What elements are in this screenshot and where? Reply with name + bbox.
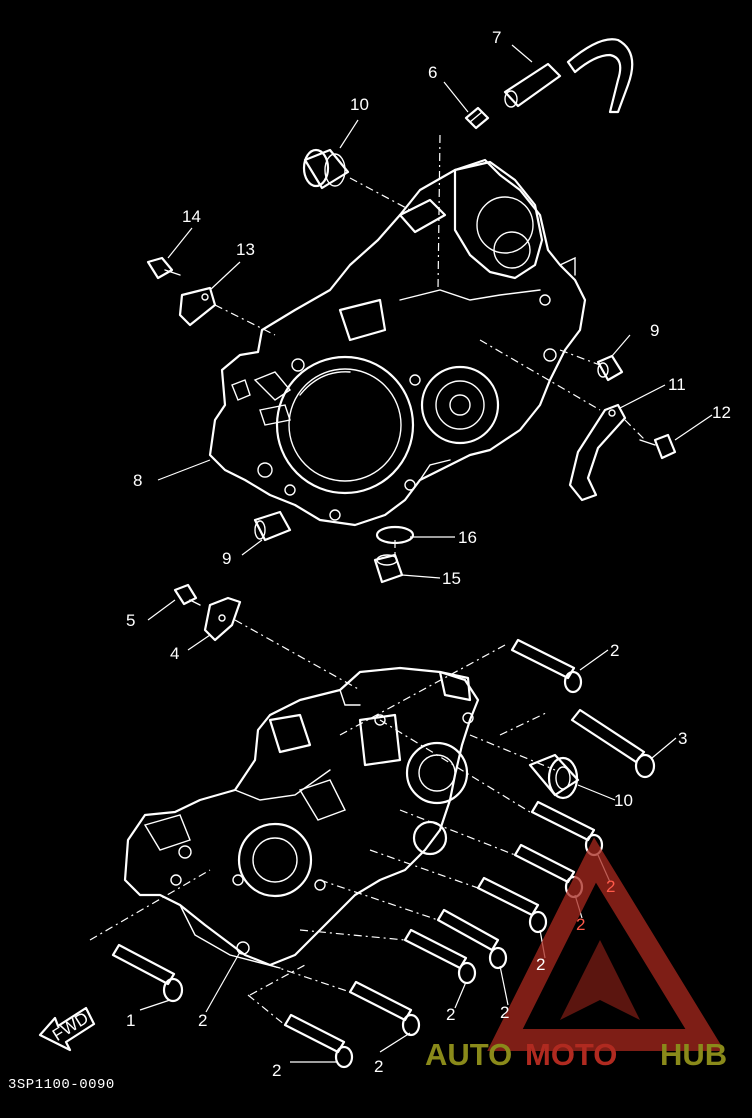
- dowel-pin-left: [253, 510, 292, 542]
- callout-7: 7: [492, 28, 501, 47]
- watermark-text: AUTO MOTO HUB: [425, 1037, 727, 1072]
- callout-2-mid-b: 2: [500, 1003, 509, 1022]
- callout-2-right-c: 2: [536, 955, 545, 974]
- callout-3: 3: [678, 729, 687, 748]
- callout-11: 11: [668, 375, 686, 394]
- bolt-14: [146, 256, 181, 280]
- callout-16: 16: [458, 528, 477, 547]
- callout-9-right: 9: [650, 321, 659, 340]
- callout-2-top: 2: [610, 641, 619, 660]
- breather-hose: [503, 38, 634, 114]
- bolt-2-left: [111, 943, 184, 1003]
- watermark-logo: [487, 837, 725, 1051]
- callout-15: 15: [442, 569, 461, 588]
- callout-13: 13: [236, 240, 255, 259]
- watermark-triangle: [487, 837, 725, 1051]
- crankcase-left-half: [123, 666, 480, 969]
- callout-12: 12: [712, 403, 731, 422]
- callout-8: 8: [133, 471, 142, 490]
- bolt-2-top: [510, 638, 583, 694]
- bolt-2-mid-a: [436, 908, 508, 970]
- callout-10-lower: 10: [614, 791, 633, 810]
- callout-labels: 7 6 10 14 13 9 11 12 8 9 16 15 5 4 2 3 1…: [126, 28, 731, 1080]
- oil-seal-lower: [528, 753, 580, 800]
- watermark-hub: HUB: [660, 1037, 727, 1072]
- bolt-3: [570, 708, 656, 779]
- callout-9-left: 9: [222, 549, 231, 568]
- callout-1: 2: [198, 1011, 207, 1030]
- callout-14: 14: [182, 207, 201, 226]
- drain-plug-15: [373, 553, 404, 584]
- callout-2-low-a: 2: [374, 1057, 383, 1076]
- plate-4: [203, 596, 242, 642]
- callout-10-top: 10: [350, 95, 369, 114]
- watermark-auto: AUTO: [425, 1037, 512, 1072]
- oil-seal-top: [302, 148, 350, 190]
- plate-13: [178, 286, 217, 327]
- callout-2-left: 1: [126, 1011, 135, 1030]
- fitting-pipe: [464, 106, 490, 130]
- callout-2-right-b: 2: [576, 915, 585, 934]
- bolt-2-mid-b: [403, 928, 477, 985]
- callout-2-low-b: 2: [272, 1061, 281, 1080]
- center-lines: [89, 134, 646, 1026]
- drawing-code: 3SP1100-0090: [8, 1077, 115, 1093]
- bolt-2-low-a: [348, 980, 421, 1037]
- callout-5: 5: [126, 611, 135, 630]
- bolt-12: [639, 433, 677, 460]
- fwd-arrow: FWD: [38, 1006, 96, 1052]
- crankcase-right-half: [208, 158, 587, 527]
- callout-6: 6: [428, 63, 437, 82]
- callout-4: 4: [170, 644, 179, 663]
- watermark-moto: MOTO: [525, 1037, 617, 1072]
- watermark-inner-shape: [560, 940, 640, 1020]
- bolt-2-right-c: [476, 876, 548, 934]
- screw-5: [173, 583, 201, 606]
- callout-2-mid-a: 2: [446, 1005, 455, 1024]
- clamp-11: [568, 403, 627, 502]
- callout-2-right-a: 2: [606, 877, 615, 896]
- bolt-2-low-b: [283, 1013, 354, 1069]
- dowel-pin-right: [596, 354, 624, 382]
